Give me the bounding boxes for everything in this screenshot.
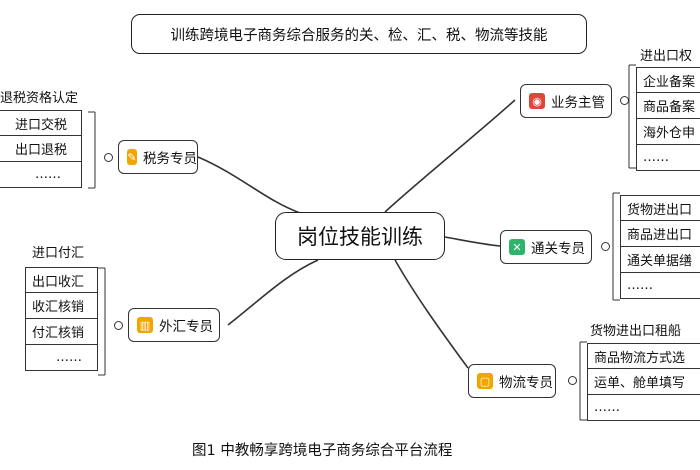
logistics-item-1: 运单、舱单填写 — [587, 369, 700, 395]
role-customs-label: 通关专员 — [531, 241, 585, 257]
tax-item-1: 出口退税 — [0, 136, 82, 162]
role-logistics: ▢ 物流专员 — [468, 364, 556, 398]
forex-item-2: 付汇核销 — [25, 319, 98, 345]
bracket-forex — [98, 267, 106, 376]
customs-item-1: 商品进出口 — [620, 221, 700, 247]
logistics-item-0: 商品物流方式选 — [587, 343, 700, 369]
role-business-label: 业务主管 — [551, 95, 605, 111]
figure-caption: 图1 中教畅享跨境电子商务综合平台流程 — [192, 443, 453, 459]
role-tax: ✎ 税务专员 — [118, 140, 198, 174]
forex-node-dot — [114, 321, 123, 330]
connector-customs — [444, 236, 501, 247]
customs-items: 货物进出口 商品进出口 通关单据缮 …… — [620, 195, 700, 299]
role-tax-label: 税务专员 — [143, 151, 197, 167]
connector-logistics — [394, 259, 469, 369]
role-business: ◉ 业务主管 — [520, 84, 612, 118]
business-icon: ◉ — [529, 93, 545, 109]
tax-node-dot — [104, 153, 113, 162]
role-forex: ▥ 外汇专员 — [128, 308, 220, 342]
tax-group-label: 退税资格认定 — [0, 91, 79, 106]
logistics-items: 商品物流方式选 运单、舱单填写 …… — [587, 343, 700, 421]
bracket-logistics — [579, 341, 587, 421]
business-items: 企业备案 商品备案 海外仓申 …… — [636, 67, 700, 171]
customs-node-dot — [601, 242, 610, 251]
bracket-business — [628, 64, 636, 169]
tax-item-2: …… — [0, 162, 82, 188]
forex-item-0: 出口收汇 — [25, 267, 98, 293]
business-node-dot — [620, 96, 629, 105]
logistics-item-2: …… — [587, 395, 700, 421]
logistics-node-dot — [568, 376, 577, 385]
tax-item-0: 进口交税 — [0, 110, 82, 136]
forex-group-label: 进口付汇 — [32, 246, 85, 261]
connector-forex — [227, 259, 319, 326]
business-item-3: …… — [636, 145, 700, 171]
customs-item-2: 通关单据缮 — [620, 247, 700, 273]
logistics-icon: ▢ — [477, 373, 493, 389]
business-group-label: 进出口权 — [640, 49, 693, 64]
business-item-2: 海外仓申 — [636, 119, 700, 145]
customs-item-3: …… — [620, 273, 700, 299]
diagram-title: 训练跨境电子商务综合服务的关、检、汇、税、物流等技能 — [131, 14, 587, 54]
business-item-0: 企业备案 — [636, 67, 700, 93]
center-node: 岗位技能训练 — [275, 212, 445, 260]
connector-business — [384, 99, 516, 213]
business-item-1: 商品备案 — [636, 93, 700, 119]
customs-icon: ✕ — [509, 239, 525, 255]
tax-icon: ✎ — [127, 149, 137, 165]
role-logistics-label: 物流专员 — [499, 375, 553, 391]
forex-item-1: 收汇核销 — [25, 293, 98, 319]
role-customs: ✕ 通关专员 — [500, 230, 592, 264]
customs-item-0: 货物进出口 — [620, 195, 700, 221]
forex-item-3: …… — [25, 345, 98, 371]
tax-items: 进口交税 出口退税 …… — [0, 110, 82, 188]
bracket-customs — [612, 192, 620, 301]
connector-tax — [197, 156, 301, 214]
forex-icon: ▥ — [137, 317, 153, 333]
logistics-group-label: 货物进出口租船 — [590, 324, 682, 339]
forex-items: 出口收汇 收汇核销 付汇核销 …… — [25, 267, 98, 371]
bracket-tax — [88, 111, 96, 189]
role-forex-label: 外汇专员 — [159, 319, 213, 335]
